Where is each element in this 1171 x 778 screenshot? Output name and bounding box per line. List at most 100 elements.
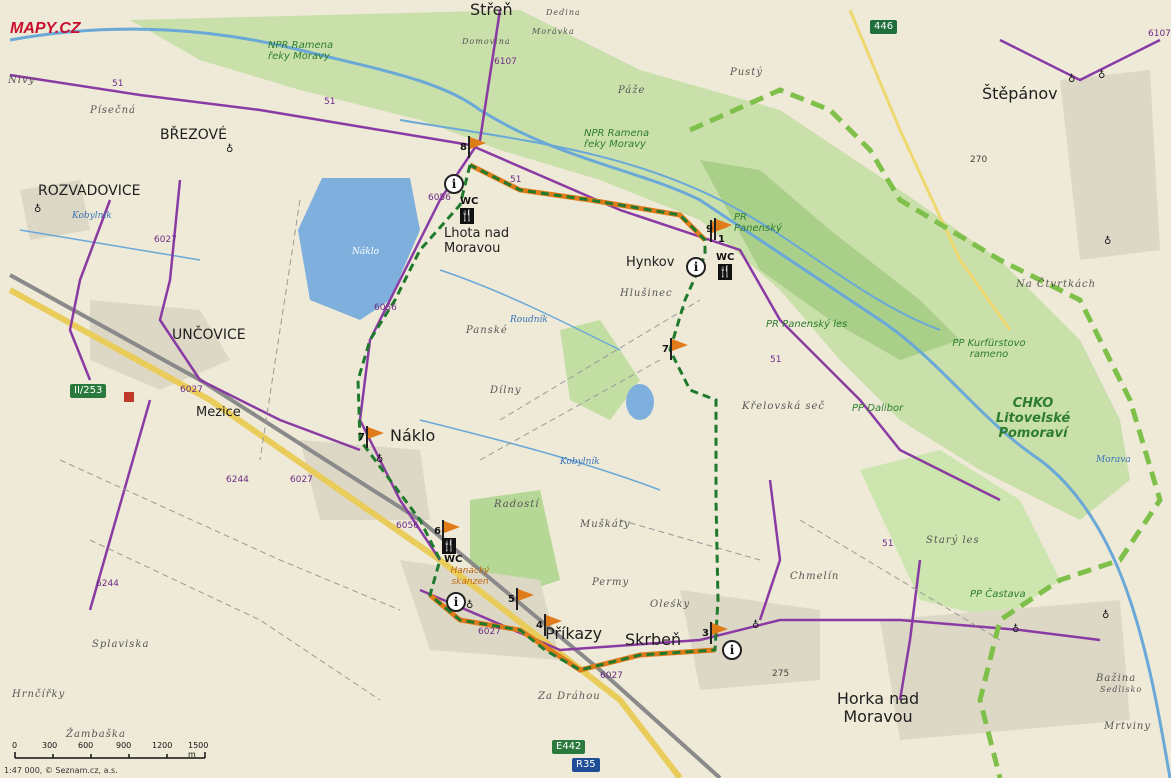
minor-paths [59,199,1001,701]
locality-label: Domovina [462,37,511,46]
road-number: 6056 [428,193,451,203]
stream-kobylnik-west [19,229,201,261]
reserve-label: PR Panenský [734,212,782,234]
area-label: Dílny [490,385,522,396]
water-label: Kobylník [72,211,112,221]
scale-label: 1200 [152,741,173,750]
waypoint-flag-4[interactable]: 4 [536,614,564,636]
reserve-label: PP Častava [970,589,1026,600]
waypoint-flag-7b[interactable]: 7 [662,338,690,360]
area-label: Muškáty [580,519,631,530]
church-icon: ♁ [226,144,234,155]
town-label: Štěpánov [982,84,1058,103]
church-icon: ♁ [1102,610,1110,621]
wc-icon[interactable]: WC [460,196,479,207]
wc-icon[interactable]: WC [444,554,463,565]
area-label: Permy [592,577,630,588]
area-label: Pustý [730,67,763,78]
locality-label: Morávka [532,27,575,36]
road-shield: R35 [572,758,600,772]
road-shield: 446 [870,20,898,34]
area-label: Oleśky [650,599,691,610]
town-label: Střeň [470,0,513,19]
mapy-cz-logo[interactable]: MAPY.CZ [10,20,81,37]
restaurant-icon[interactable]: 🍴 [718,264,732,280]
locality-label: Dedina [546,8,581,17]
area-label: Žambaška [66,729,126,740]
pond [626,384,654,420]
waypoint-number: 1 [718,234,725,245]
forest-area [470,490,560,600]
church-icon: ♁ [466,600,474,611]
church-icon: ♁ [1098,70,1106,81]
wc-icon[interactable]: WC [716,252,735,263]
area-label: Písečná [90,105,136,116]
reserve-label: CHKO Litovelské Pomoraví [995,396,1071,441]
road-number: 6107 [494,57,517,67]
church-icon: ♁ [752,620,760,631]
area-label: Starý les [926,535,980,546]
village-area [90,300,230,390]
village-area [20,180,90,240]
scale-label: 300 [42,741,58,750]
stream-roudnik [439,269,621,351]
road-number: 6027 [478,627,501,637]
road-number: 51 [324,97,336,107]
river-morava [9,27,1171,778]
church-icon: ♁ [1012,624,1020,635]
area-label: Na Čtvrtkách [1016,279,1097,290]
waypoint-number: 4 [536,620,543,631]
info-point-icon[interactable]: i [446,592,466,612]
waypoint-flag-9[interactable]: 9 [706,218,734,240]
road-number: 51 [882,539,894,549]
area-label: Bažina [1096,673,1137,684]
road-number: 6107 [1148,29,1171,39]
town-label: Hynkov [626,255,675,270]
town-label: Skrbeň [625,630,682,649]
scale-label: 1500 m [188,741,209,759]
locality-label: Sedlisko [1100,685,1143,694]
town-label: Příkazy [545,624,603,643]
reserve-label: PP Kurfürstovo rameno [952,338,1026,360]
stream-kobylnik [419,419,661,491]
waypoint-flag-3[interactable]: 3 [702,622,730,644]
info-point-icon[interactable]: i [444,174,464,194]
copyright-notice: 1:47 000, © Seznam.cz, a.s. [4,766,118,775]
reserve-label: PR Panenský les [766,319,848,330]
waypoint-flag-6[interactable]: 6 [434,520,462,542]
church-icon: ♁ [1068,74,1076,85]
river-arm [399,119,941,331]
restaurant-icon[interactable]: 🍴 [460,208,474,224]
waypoint-flag-5[interactable]: 5 [508,588,536,610]
area-label: Panské [466,325,508,336]
info-point-icon[interactable]: i [686,257,706,277]
road-number: 6027 [290,475,313,485]
town-label: Mezice [196,405,241,420]
waypoint-flag-8[interactable]: 8 [460,136,488,158]
church-icon: ♁ [376,454,384,465]
railway-number: 275 [772,669,790,679]
road-number: 51 [510,175,522,185]
info-point-icon[interactable]: i [722,640,742,660]
restaurant-icon[interactable]: 🍴 [442,538,456,554]
town-label: Náklo [390,426,436,445]
hiking-route-orange [468,162,707,242]
road-number: 51 [770,355,782,365]
area-label: Za Dráhou [538,691,601,702]
waypoint-number: 3 [702,628,709,639]
forest-area [560,320,640,420]
waypoint-flag-7a[interactable]: 7 [358,426,386,448]
water-label: Náklo [352,247,379,257]
village-area [1060,70,1160,260]
forest-area [860,450,1060,620]
waypoint-number: 5 [508,594,515,605]
waypoint-number: 7 [358,432,365,443]
area-label: Křelovská seč [742,401,826,412]
village-area [300,440,430,520]
lake-naklo [298,178,420,320]
road-446 [848,9,1012,331]
church-icon: ♁ [1104,236,1112,247]
area-label: Hlušinec [620,288,673,299]
